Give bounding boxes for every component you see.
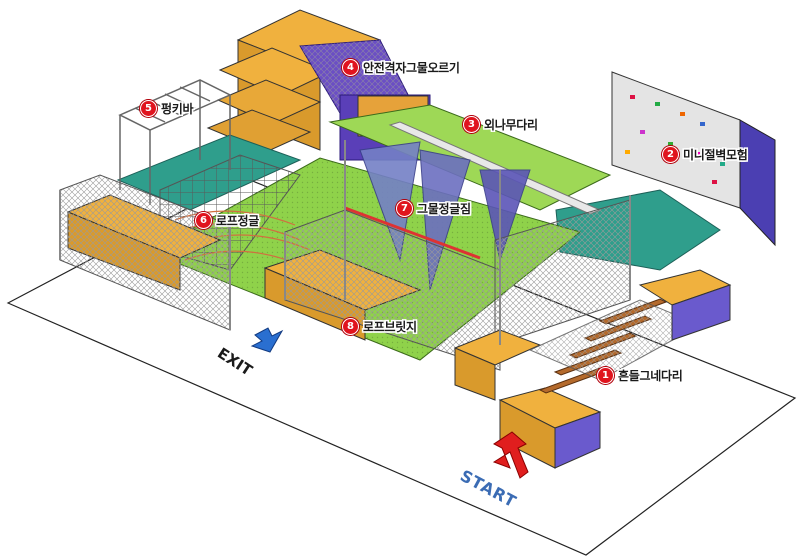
callout-2: 2 미니절벽모험: [662, 146, 748, 163]
callout-label: 흔들그네다리: [618, 369, 683, 383]
callout-7: 7 그물정글짐: [396, 200, 471, 217]
callout-number: 1: [597, 367, 614, 384]
callout-number: 2: [662, 146, 679, 163]
net-jungle-panel-3: [479, 169, 531, 262]
climbing-wall-face: [611, 71, 741, 209]
red-rope: [344, 206, 481, 260]
frame-posts: [59, 140, 631, 345]
start-platform-end: [554, 411, 601, 469]
callout-number: 7: [396, 200, 413, 217]
start-arrow: [492, 431, 529, 479]
right-end-platform-side: [671, 284, 731, 341]
climbing-holds: [625, 95, 725, 184]
callout-1: 1 흔들그네다리: [597, 367, 683, 384]
callout-6: 6 로프정글: [195, 212, 259, 229]
climbing-wall-side: [739, 119, 776, 247]
callout-label: 안전격자그물오르기: [363, 61, 460, 75]
callout-number: 5: [140, 100, 157, 117]
callout-label: 그물정글짐: [417, 202, 471, 216]
exit-arrow: [250, 327, 284, 353]
callout-number: 6: [195, 212, 212, 229]
callout-label: 미니절벽모험: [683, 148, 748, 162]
callout-3: 3 외나무다리: [463, 116, 538, 133]
callout-label: 로프정글: [216, 214, 259, 228]
callout-label: 로프브릿지: [363, 320, 417, 334]
front-bench-side: [454, 347, 496, 401]
callout-number: 8: [342, 318, 359, 335]
callout-5: 5 펑키바: [140, 100, 194, 117]
funky-bar-frame: [118, 79, 232, 205]
callout-label: 펑키바: [161, 102, 194, 116]
callout-8: 8 로프브릿지: [342, 318, 417, 335]
callout-4: 4 안전격자그물오르기: [342, 59, 460, 76]
callout-number: 3: [463, 116, 480, 133]
callout-number: 4: [342, 59, 359, 76]
callout-label: 외나무다리: [484, 118, 538, 132]
